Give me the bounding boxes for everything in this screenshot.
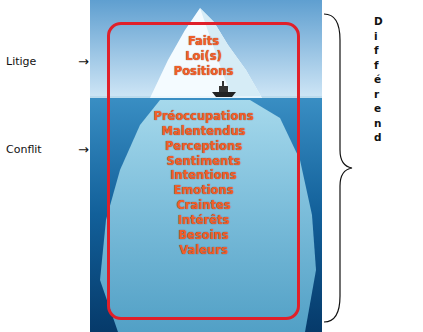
layer-text: Intentions <box>110 168 297 182</box>
layer-text: Intérêts <box>110 213 297 227</box>
layer-text: Positions <box>110 64 297 78</box>
arrow-symbol: → <box>78 142 89 157</box>
layer-text: Perceptions <box>110 139 297 153</box>
sky <box>90 0 322 98</box>
water-line <box>90 96 322 98</box>
layer-text: Préoccupations <box>110 109 297 123</box>
layer-text: Loi(s) <box>110 49 297 63</box>
layer-text: Besoins <box>110 228 297 242</box>
layer-text: Sentiments <box>110 154 297 168</box>
level-label: Litige <box>6 55 36 68</box>
iceberg-frame: FaitsLoi(s)PositionsPréoccupationsMalent… <box>107 22 300 320</box>
level-label: Conflit <box>6 143 42 156</box>
layer-text: Emotions <box>110 183 297 197</box>
sea <box>90 96 322 332</box>
layer-text: Malentendus <box>110 124 297 138</box>
underwater-ice <box>100 100 316 332</box>
arrow-symbol: → <box>78 54 89 69</box>
layer-text: Faits <box>110 34 297 48</box>
layer-text: Craintes <box>110 198 297 212</box>
side-text: D i f f é r e n d <box>374 14 382 145</box>
brace <box>324 14 352 322</box>
ship <box>212 81 236 97</box>
layer-text: Valeurs <box>110 243 297 257</box>
